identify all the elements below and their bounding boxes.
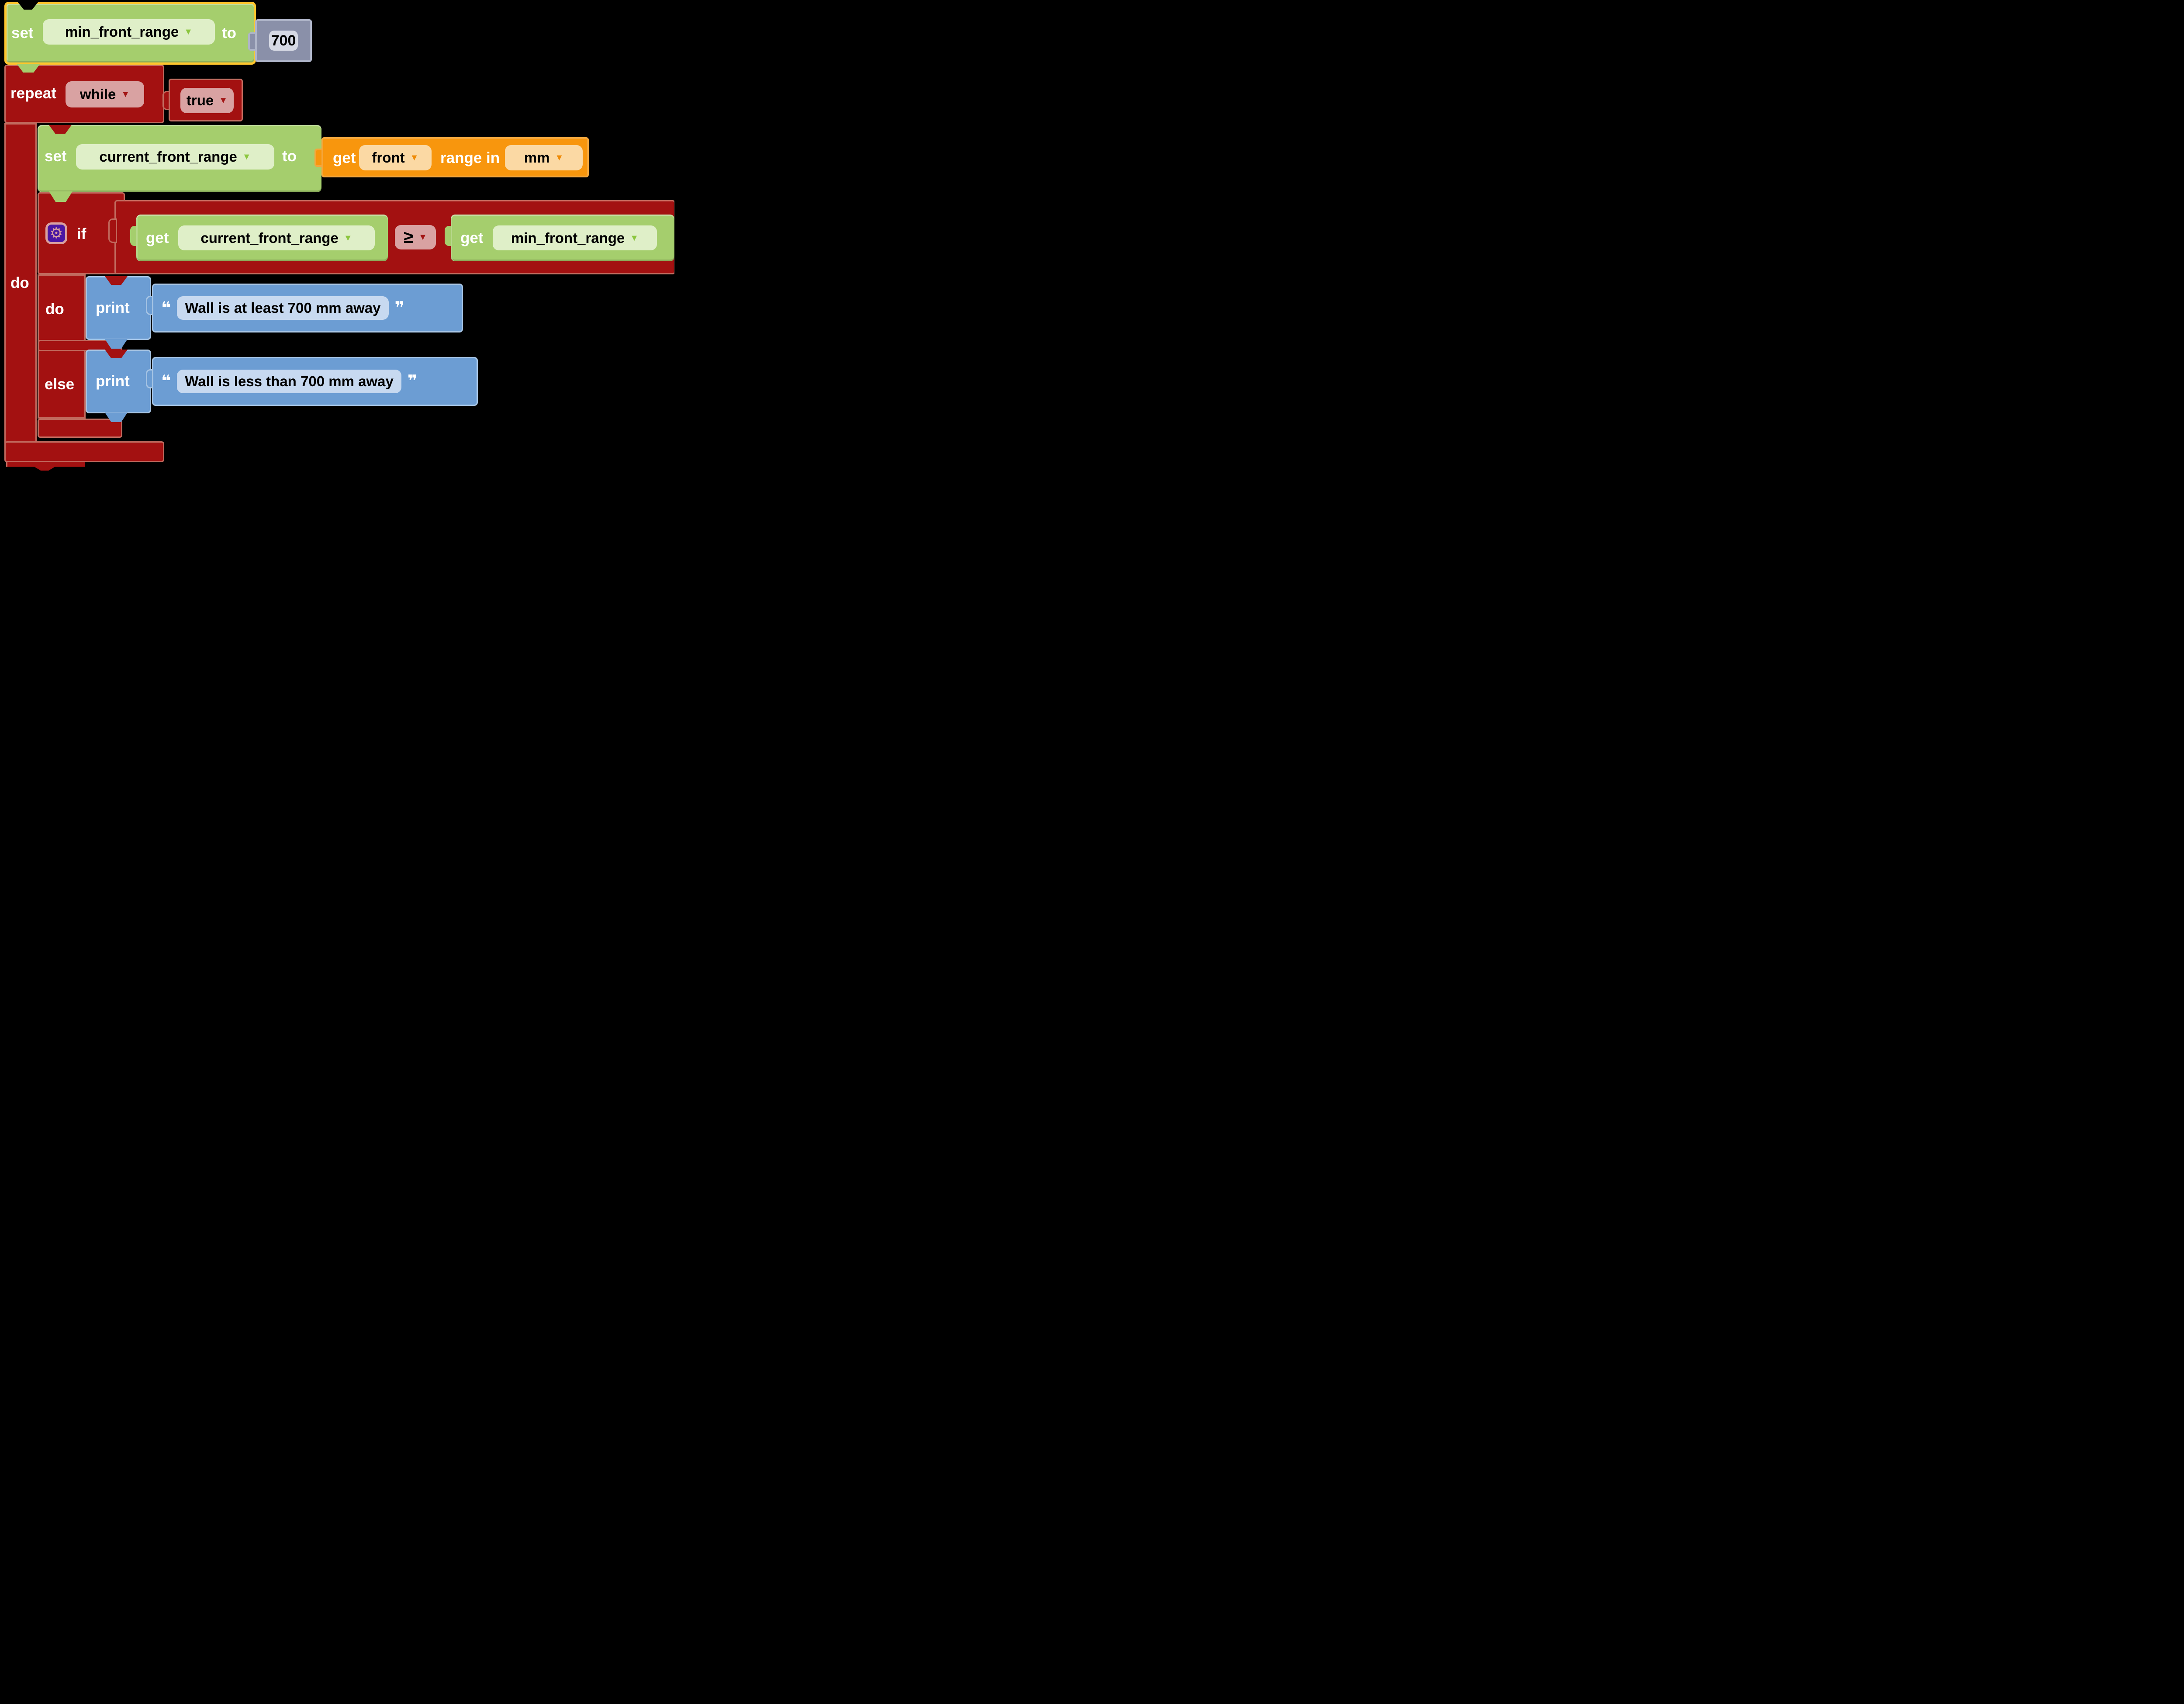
string-else-value: Wall is less than 700 mm away — [185, 373, 394, 389]
dropdown-arrow-icon: ▼ — [410, 153, 419, 163]
repeat-label: repeat — [10, 85, 57, 102]
set-min-top-notch — [17, 2, 38, 10]
get-current-block[interactable]: get current_front_range ▼ — [136, 215, 388, 261]
repeat-block-next-tab — [6, 462, 85, 471]
print-else-next-tab — [105, 412, 128, 422]
if-label: if — [77, 225, 86, 242]
close-quote-icon: ❞ — [394, 299, 404, 317]
print-do-next-tab — [105, 339, 128, 349]
true-dropdown[interactable]: true ▼ — [180, 88, 234, 113]
get-min-variable-dropdown[interactable]: min_front_range ▼ — [493, 225, 657, 250]
number-700-input[interactable]: 700 — [269, 31, 298, 51]
dropdown-arrow-icon: ▼ — [343, 233, 352, 243]
string-do-value: Wall is at least 700 mm away — [185, 300, 381, 316]
dropdown-arrow-icon: ▼ — [242, 152, 251, 162]
get-current-get-label: get — [146, 229, 169, 246]
close-quote-icon: ❞ — [407, 372, 418, 391]
dropdown-arrow-icon: ▼ — [184, 27, 193, 37]
compare-operator-value: ≥ — [404, 227, 414, 247]
set-current-set-label: set — [45, 148, 67, 165]
dropdown-arrow-icon: ▼ — [555, 153, 564, 163]
print-do-top-notch — [105, 276, 128, 285]
open-quote-icon: ❝ — [161, 372, 171, 391]
print-else-top-notch — [105, 350, 128, 358]
dropdown-arrow-icon: ▼ — [121, 90, 130, 99]
dropdown-arrow-icon: ▼ — [219, 96, 228, 105]
get-range-unit-dropdown[interactable]: mm ▼ — [505, 145, 583, 170]
compare-block-plug — [108, 218, 117, 243]
repeat-mode-dropdown[interactable]: while ▼ — [66, 81, 144, 107]
print-do-label: print — [96, 299, 130, 316]
get-current-variable-dropdown[interactable]: current_front_range ▼ — [178, 225, 375, 250]
if-block-bottom-bar[interactable] — [38, 419, 122, 438]
string-else-input[interactable]: Wall is less than 700 mm away — [177, 370, 401, 393]
if-do-label: do — [45, 301, 64, 318]
set-current-top-notch — [49, 125, 72, 134]
set-current-to-label: to — [282, 148, 297, 165]
get-range-rangein-label: range in — [440, 149, 500, 166]
get-range-sensor-value: front — [372, 149, 405, 166]
set-min-set-label: set — [11, 24, 34, 42]
true-value: true — [186, 92, 214, 108]
open-quote-icon: ❝ — [161, 299, 171, 317]
set-min-next-tab — [17, 64, 40, 73]
get-current-variable-value: current_front_range — [200, 229, 339, 246]
get-min-get-label: get — [460, 229, 484, 246]
set-min-variable-dropdown[interactable]: min_front_range ▼ — [43, 19, 215, 45]
blockly-workspace: repeat while ▼ do true ▼ set min_front_r… — [0, 0, 674, 471]
true-block[interactable]: true ▼ — [169, 79, 243, 121]
print-do-block[interactable]: print — [86, 276, 151, 340]
repeat-block-spine[interactable] — [4, 123, 37, 462]
string-do-block[interactable]: ❝ Wall is at least 700 mm away ❞ — [152, 284, 463, 332]
get-range-get-label: get — [333, 149, 356, 166]
number-700-value: 700 — [271, 32, 296, 49]
set-min-variable-value: min_front_range — [65, 24, 179, 40]
repeat-mode-value: while — [79, 86, 116, 102]
get-range-unit-value: mm — [524, 149, 550, 166]
repeat-block-bottom-bar[interactable] — [4, 441, 164, 462]
dropdown-arrow-icon: ▼ — [630, 233, 639, 243]
string-do-input[interactable]: Wall is at least 700 mm away — [177, 296, 389, 320]
set-min-to-label: to — [222, 24, 237, 42]
set-current-variable-dropdown[interactable]: current_front_range ▼ — [76, 144, 274, 170]
print-else-block[interactable]: print — [86, 350, 151, 413]
get-min-variable-value: min_front_range — [511, 229, 625, 246]
gear-icon[interactable]: ⚙ — [45, 222, 67, 244]
compare-operator-dropdown[interactable]: ≥ ▼ — [395, 225, 436, 249]
if-else-label: else — [45, 376, 75, 393]
get-range-block[interactable]: get front ▼ range in mm ▼ — [321, 137, 589, 177]
get-min-block[interactable]: get min_front_range ▼ — [451, 215, 674, 261]
dropdown-arrow-icon: ▼ — [418, 232, 427, 242]
get-range-sensor-dropdown[interactable]: front ▼ — [359, 145, 432, 170]
gear-glyph: ⚙ — [49, 225, 63, 242]
string-else-block[interactable]: ❝ Wall is less than 700 mm away ❞ — [152, 357, 478, 406]
repeat-do-label: do — [10, 274, 29, 291]
set-current-variable-value: current_front_range — [99, 149, 237, 165]
print-else-label: print — [96, 373, 130, 390]
number-700-block[interactable]: 700 — [255, 19, 312, 62]
